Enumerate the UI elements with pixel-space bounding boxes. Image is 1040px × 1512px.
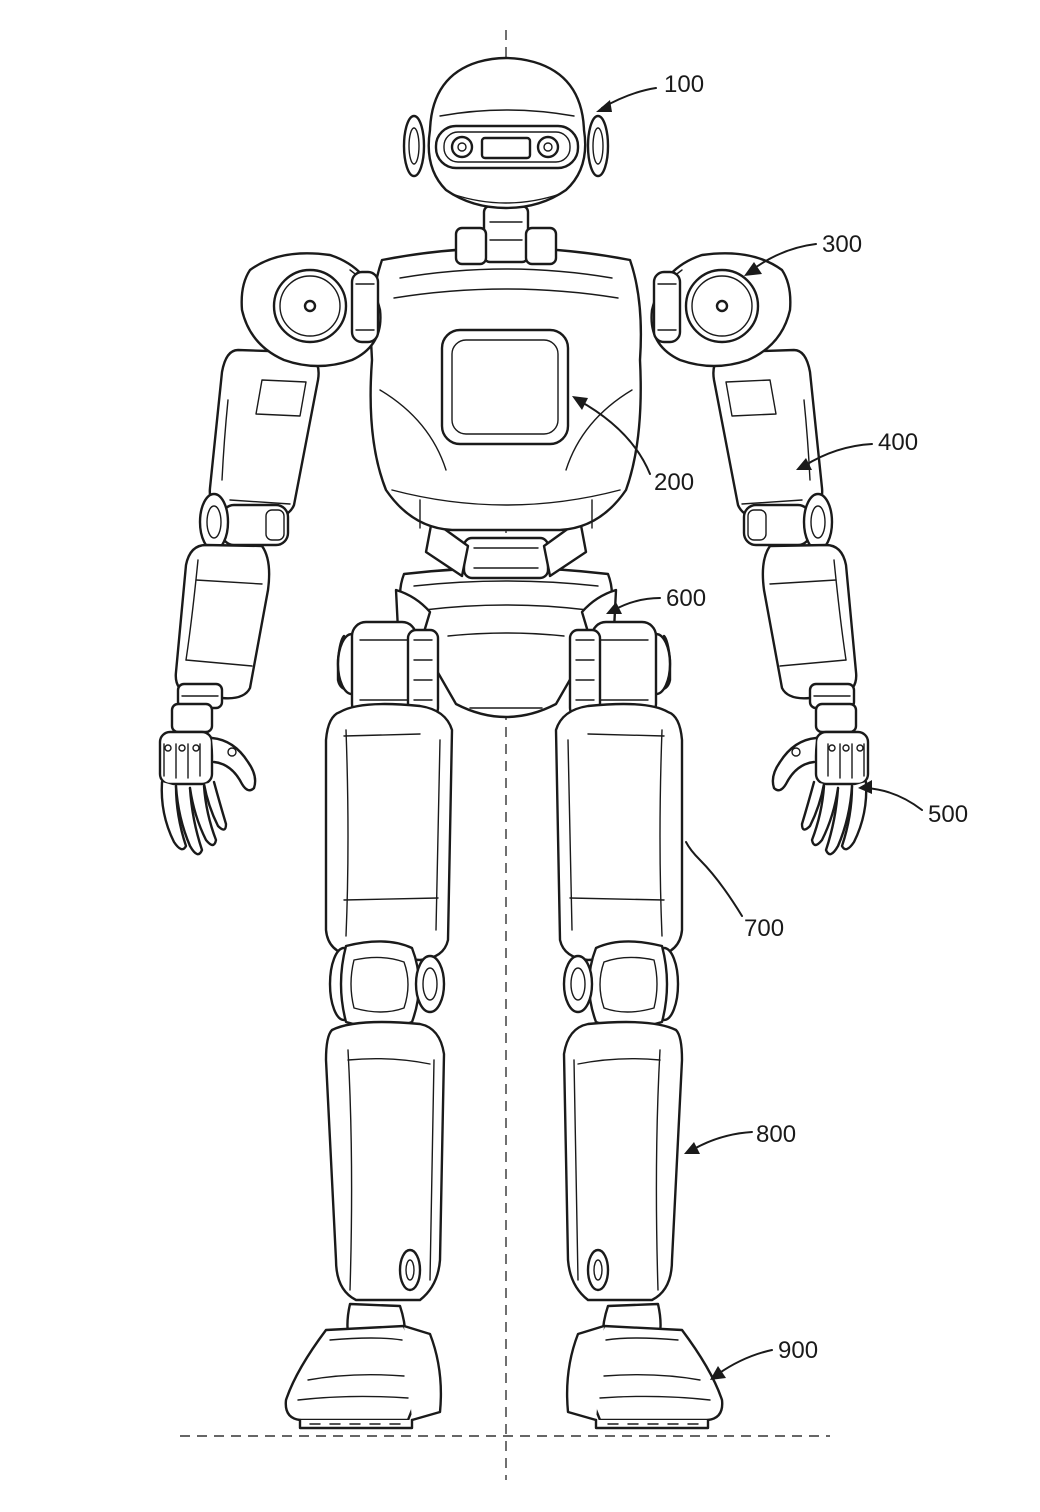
left-leg bbox=[284, 620, 454, 1430]
ref-numeral-200: 200 bbox=[654, 469, 694, 496]
ref-numeral-600: 600 bbox=[666, 585, 706, 612]
reference-callouts: 100 200 300 400 500 600 bbox=[572, 71, 968, 1380]
right-leg bbox=[554, 620, 724, 1430]
callout-400: 400 bbox=[796, 429, 918, 470]
head bbox=[402, 56, 610, 210]
ref-numeral-100: 100 bbox=[664, 71, 704, 98]
callout-800: 800 bbox=[684, 1121, 796, 1154]
right-arm bbox=[650, 252, 870, 856]
ref-numeral-700: 700 bbox=[744, 915, 784, 942]
ref-numeral-500: 500 bbox=[928, 801, 968, 828]
neck bbox=[454, 204, 558, 266]
callout-900: 900 bbox=[710, 1337, 818, 1380]
waist-joint bbox=[424, 518, 588, 580]
ref-numeral-800: 800 bbox=[756, 1121, 796, 1148]
ref-numeral-400: 400 bbox=[878, 429, 918, 456]
callout-700: 700 bbox=[685, 841, 784, 942]
robot-figure bbox=[158, 56, 870, 1430]
callout-200: 200 bbox=[572, 396, 694, 496]
callout-600: 600 bbox=[606, 585, 706, 614]
torso bbox=[369, 246, 643, 532]
callout-100: 100 bbox=[596, 71, 704, 112]
ref-numeral-900: 900 bbox=[778, 1337, 818, 1364]
callout-300: 300 bbox=[744, 231, 862, 276]
ref-numeral-300: 300 bbox=[822, 231, 862, 258]
callout-500: 500 bbox=[858, 780, 968, 828]
